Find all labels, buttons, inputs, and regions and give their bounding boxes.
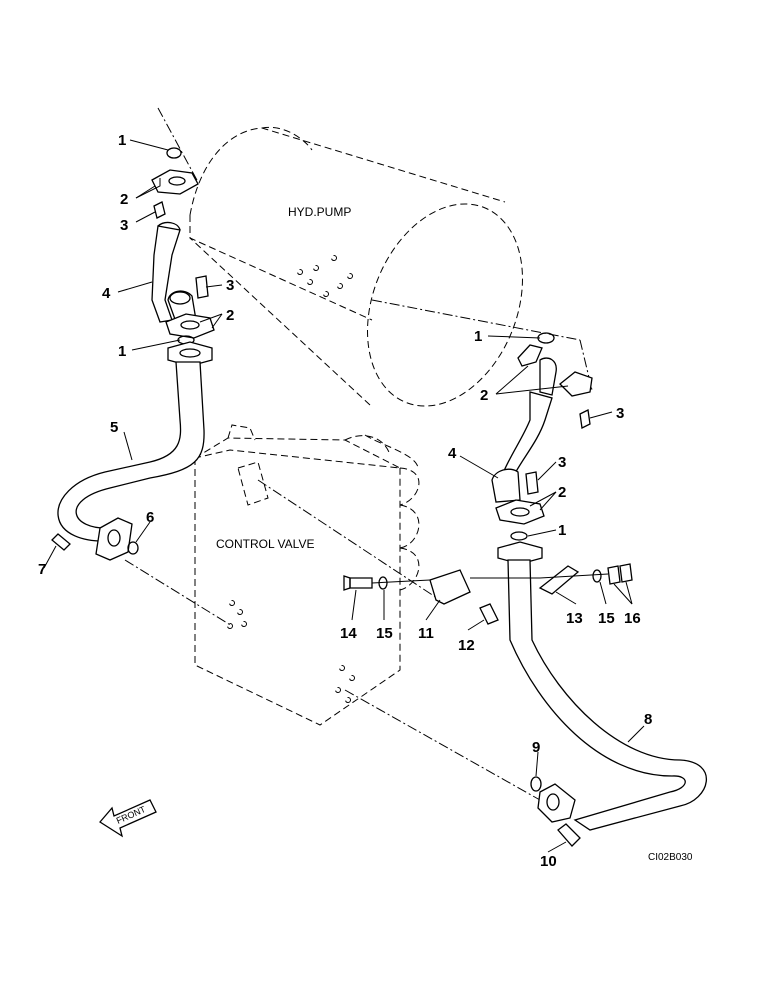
callout-1: 1	[118, 132, 126, 149]
flange-valve-left	[95, 517, 133, 561]
bolt-mid-left	[195, 275, 209, 299]
callout-12: 12	[458, 637, 475, 654]
washer-15-right	[592, 569, 602, 583]
control-valve-outline	[124, 424, 541, 801]
front-arrow: FRONT	[99, 799, 157, 838]
callout-6: 6	[146, 509, 154, 526]
left-pipe-assembly	[51, 147, 215, 561]
callout-numbers: 1 2 3 4 1 2 3 5 6 7 1 2 3 4 3 2 1 14 15 …	[38, 132, 652, 870]
bracket-11	[429, 569, 471, 605]
callout-1: 1	[558, 522, 566, 539]
flange-lower-right	[495, 499, 545, 525]
nut-16b	[619, 563, 633, 583]
callout-3: 3	[226, 277, 234, 294]
flange-top-left	[151, 169, 199, 195]
bolt-top-left	[153, 201, 166, 219]
bolt-7	[51, 533, 71, 551]
callout-3: 3	[616, 405, 624, 422]
callout-1: 1	[118, 343, 126, 360]
o-ring-9	[530, 776, 542, 792]
callout-4: 4	[102, 285, 111, 302]
o-ring-top-left	[166, 147, 182, 159]
callout-2: 2	[226, 307, 234, 324]
bolt-top-right	[579, 409, 591, 429]
callout-11: 11	[418, 625, 434, 642]
flange-lower-left	[167, 341, 213, 367]
right-pipe-assembly	[491, 332, 708, 847]
bolt-10	[557, 823, 581, 847]
flange-mid-left	[165, 313, 215, 339]
callout-1: 1	[474, 328, 482, 345]
clamp-13	[538, 565, 580, 595]
callout-2: 2	[558, 484, 566, 501]
callout-2: 2	[120, 191, 128, 208]
flange-half-b	[559, 371, 593, 397]
flange-valve-right	[537, 783, 576, 823]
callout-4: 4	[448, 445, 457, 462]
nut-16a	[607, 565, 621, 585]
o-ring-6	[127, 541, 139, 555]
bracket-hardware	[343, 563, 633, 625]
tube-right	[507, 559, 708, 831]
callout-13: 13	[566, 610, 583, 627]
bolt-14	[349, 577, 373, 589]
o-ring-lower-right	[510, 531, 528, 541]
callout-3: 3	[558, 454, 566, 471]
bolt-12	[479, 603, 499, 625]
o-ring-top-right	[537, 332, 555, 344]
callout-5: 5	[110, 419, 118, 436]
callout-7: 7	[38, 561, 46, 578]
callout-16: 16	[624, 610, 641, 627]
drawing-code: CI02B030	[648, 852, 693, 863]
bolt-lower-right	[525, 471, 539, 495]
callout-9: 9	[532, 739, 540, 756]
callout-3: 3	[120, 217, 128, 234]
callout-15: 15	[598, 610, 615, 627]
callout-14: 14	[340, 625, 357, 642]
flange-half-a	[517, 344, 543, 367]
callout-2: 2	[480, 387, 488, 404]
callout-15: 15	[376, 625, 393, 642]
tube-left	[57, 361, 205, 542]
callout-8: 8	[644, 711, 652, 728]
callout-10: 10	[540, 853, 557, 870]
callout-leaders	[43, 139, 645, 853]
control-valve-label: CONTROL VALVE	[216, 537, 314, 551]
hyd-pump-outline	[157, 107, 593, 407]
hyd-pump-label: HYD.PUMP	[288, 205, 351, 219]
